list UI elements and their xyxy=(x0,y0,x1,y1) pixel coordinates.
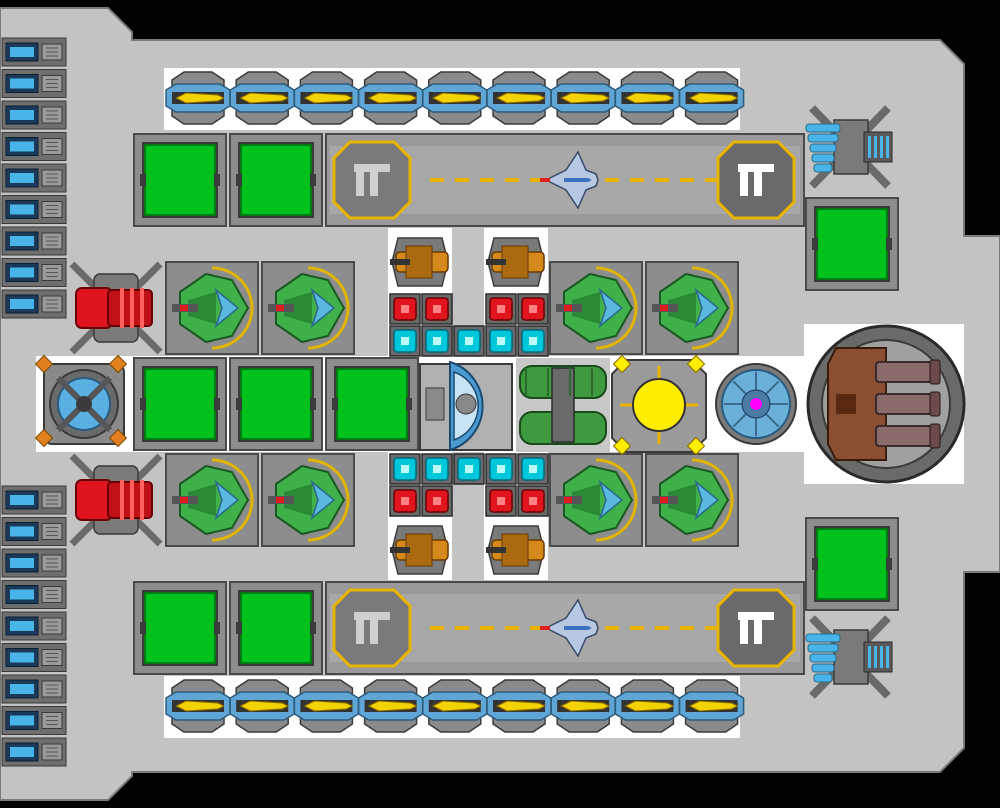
cyan-shield-block-icon[interactable] xyxy=(389,453,421,485)
missile-rack-icon[interactable] xyxy=(357,71,424,125)
battery-cell-icon[interactable] xyxy=(1,706,67,735)
red-armor-block-icon[interactable] xyxy=(389,485,421,517)
hangar-launch-bay-icon[interactable] xyxy=(325,581,805,675)
cargo-storage-icon[interactable] xyxy=(133,133,227,227)
orange-autocannon-icon[interactable] xyxy=(486,237,545,287)
green-plasma-thruster-icon[interactable] xyxy=(165,261,259,355)
red-armor-block-icon[interactable] xyxy=(485,293,517,325)
green-plasma-thruster-icon[interactable] xyxy=(645,453,739,547)
hangar-launch-bay-icon[interactable] xyxy=(325,133,805,227)
orange-autocannon-icon[interactable] xyxy=(486,525,545,575)
battery-cell-icon[interactable] xyxy=(1,100,67,130)
green-plasma-thruster-icon[interactable] xyxy=(261,453,355,547)
cargo-storage-icon[interactable] xyxy=(133,357,227,451)
missile-rack-icon[interactable] xyxy=(678,71,745,125)
orange-autocannon-icon[interactable] xyxy=(390,525,449,575)
missile-rack-icon[interactable] xyxy=(486,679,552,733)
battery-cell-icon[interactable] xyxy=(1,548,67,578)
cyan-shield-block-icon[interactable] xyxy=(453,325,485,357)
cargo-storage-icon[interactable] xyxy=(229,357,323,451)
red-armor-block-icon[interactable] xyxy=(485,485,517,517)
cyan-shield-block-icon[interactable] xyxy=(485,325,517,357)
missile-rack-icon[interactable] xyxy=(357,679,424,733)
cyan-shield-block-icon[interactable] xyxy=(389,325,421,357)
missile-rack-icon[interactable] xyxy=(165,679,231,733)
battery-cell-icon[interactable] xyxy=(1,258,67,287)
cyan-shield-block-icon[interactable] xyxy=(517,325,549,357)
red-armor-block-icon[interactable] xyxy=(421,485,453,517)
red-armor-block-icon[interactable] xyxy=(389,293,421,325)
ion-engine-icon[interactable] xyxy=(805,615,893,699)
battery-cell-icon[interactable] xyxy=(1,580,67,609)
cargo-storage-icon[interactable] xyxy=(133,581,227,675)
green-plasma-thruster-icon[interactable] xyxy=(549,453,643,547)
missile-rack-icon[interactable] xyxy=(614,679,681,733)
red-armor-block-icon[interactable] xyxy=(517,293,549,325)
missile-rack-icon[interactable] xyxy=(550,71,616,125)
green-plasma-thruster-icon[interactable] xyxy=(645,261,739,355)
green-plasma-thruster-icon[interactable] xyxy=(261,261,355,355)
missile-rack-icon[interactable] xyxy=(614,71,681,125)
cargo-storage-icon[interactable] xyxy=(325,357,419,451)
orange-autocannon-icon[interactable] xyxy=(390,237,449,287)
cyan-shield-block-icon[interactable] xyxy=(517,453,549,485)
cyan-shield-block-icon[interactable] xyxy=(421,453,453,485)
cargo-storage-icon[interactable] xyxy=(805,197,899,291)
cargo-storage-icon[interactable] xyxy=(805,517,899,611)
cyan-shield-block-icon[interactable] xyxy=(421,325,453,357)
missile-rack-icon[interactable] xyxy=(293,679,360,733)
red-armor-block-icon[interactable] xyxy=(421,293,453,325)
battery-cell-icon[interactable] xyxy=(1,517,67,546)
missile-rack-icon[interactable] xyxy=(486,71,552,125)
missile-rack-icon[interactable] xyxy=(550,679,616,733)
missile-rack-icon[interactable] xyxy=(422,71,488,125)
fighter-craft-icon[interactable] xyxy=(540,598,599,658)
battery-cell-icon[interactable] xyxy=(1,485,67,515)
red-laser-turret-icon[interactable] xyxy=(69,261,163,355)
battery-cell-icon[interactable] xyxy=(1,674,67,704)
cargo-storage-icon[interactable] xyxy=(229,133,323,227)
missile-rack-icon[interactable] xyxy=(293,71,360,125)
battery-cell-icon[interactable] xyxy=(1,69,67,98)
green-plasma-thruster-icon[interactable] xyxy=(165,453,259,547)
triple-cannon-turret-icon[interactable] xyxy=(806,324,966,484)
battery-cell-icon[interactable] xyxy=(1,643,67,672)
battery-cell-icon[interactable] xyxy=(1,37,67,67)
fuel-tank-icon[interactable] xyxy=(516,358,610,452)
green-plasma-thruster-icon[interactable] xyxy=(549,261,643,355)
red-armor-block-icon[interactable] xyxy=(517,485,549,517)
missile-rack-icon[interactable] xyxy=(229,71,295,125)
cyan-shield-block-icon[interactable] xyxy=(485,453,517,485)
battery-cell-icon[interactable] xyxy=(1,132,67,161)
battery-cell-icon[interactable] xyxy=(1,195,67,224)
reactor-core-icon[interactable] xyxy=(611,354,707,456)
red-laser-turret-icon[interactable] xyxy=(69,453,163,547)
battery-cell-icon[interactable] xyxy=(1,737,67,767)
missile-rack-icon[interactable] xyxy=(422,679,488,733)
energy-core-icon[interactable] xyxy=(715,363,797,445)
missile-rack-icon[interactable] xyxy=(165,71,231,125)
battery-cell-icon[interactable] xyxy=(1,611,67,641)
fighter-craft-icon[interactable] xyxy=(540,150,599,210)
ion-engine-icon[interactable] xyxy=(805,105,893,189)
cargo-storage-icon[interactable] xyxy=(229,581,323,675)
shield-generator-icon[interactable] xyxy=(34,354,128,448)
cyan-shield-block-icon[interactable] xyxy=(453,453,485,485)
battery-cell-icon[interactable] xyxy=(1,163,67,193)
battery-cell-icon[interactable] xyxy=(1,226,67,256)
missile-rack-icon[interactable] xyxy=(678,679,745,733)
crew-quarters-icon[interactable] xyxy=(419,360,513,452)
missile-rack-icon[interactable] xyxy=(229,679,295,733)
battery-cell-icon[interactable] xyxy=(1,289,67,319)
